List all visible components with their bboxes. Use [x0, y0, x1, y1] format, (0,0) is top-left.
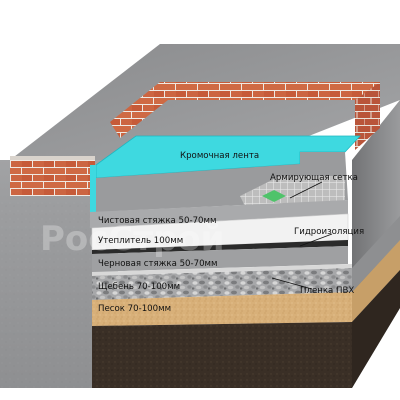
- label-insulation: Утеплитель 100мм: [98, 236, 183, 246]
- brick-wall-front: [10, 160, 95, 196]
- watermark: РосСтрой: [40, 219, 225, 259]
- edge-tape-vertical: [90, 165, 96, 225]
- label-waterproofing: Гидроизоляция: [294, 227, 364, 237]
- label-edge-tape: Кромочная лента: [180, 151, 259, 161]
- right-sand-strip: [352, 240, 400, 322]
- soil-layer: [92, 322, 352, 388]
- sand-layer: [92, 292, 352, 326]
- label-pvc-film: Пленка ПВХ: [300, 286, 354, 296]
- label-sand: Песок 70-100мм: [98, 304, 171, 314]
- pvc-film-layer: [92, 264, 352, 276]
- label-finish-screed: Чистовая стяжка 50-70мм: [98, 216, 216, 226]
- brick-wall-right: [355, 82, 380, 150]
- right-soil-strip: [352, 270, 400, 388]
- waterproofing-layer: [92, 240, 348, 254]
- label-reinforcing-mesh: Армирующая сетка: [270, 173, 358, 183]
- label-rough-screed: Черновая стяжка 50-70мм: [98, 259, 218, 269]
- gravel-layer: [92, 268, 352, 300]
- leader-lines: [271, 181, 333, 290]
- brick-wall-front-cap: [10, 156, 95, 160]
- reinforcing-mesh-edge: [262, 190, 286, 202]
- brick-wall-back: [110, 82, 380, 138]
- right-gravel-strip: [352, 216, 400, 292]
- label-gravel: Щебень 70-100мм: [98, 282, 180, 292]
- finish-screed-layer: [90, 200, 348, 228]
- block-top-surface: [10, 44, 400, 160]
- rough-screed-layer: [92, 246, 348, 272]
